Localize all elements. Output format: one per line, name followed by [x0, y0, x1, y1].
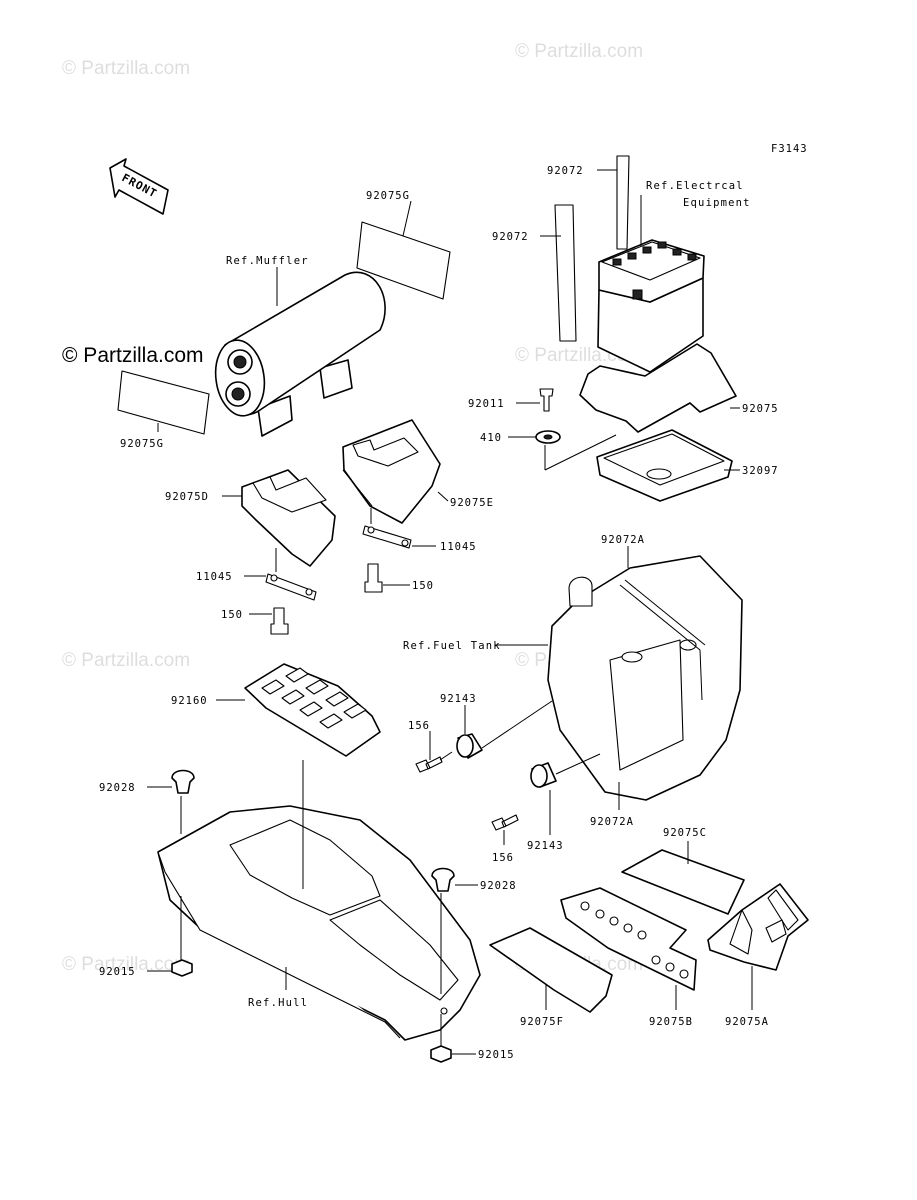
ref-electrical-2: Equipment — [683, 197, 751, 209]
part-92075G-top: 92075G — [366, 190, 410, 202]
ref-electrical-1: Ref.Electrcal — [646, 180, 744, 192]
bracket-92075E-illustration — [342, 419, 441, 524]
part-150-right: 150 — [412, 580, 434, 592]
pad-92075B-illustration — [560, 887, 697, 991]
pad-92075F — [489, 927, 613, 1013]
watermark-dark: © Partzilla.com — [62, 344, 204, 367]
nut-92015-left — [171, 959, 193, 977]
part-32097: 32097 — [742, 465, 779, 477]
part-92075F: 92075F — [520, 1016, 564, 1028]
nut-92015-bottom — [430, 1045, 452, 1063]
part-92143-bottom: 92143 — [527, 840, 564, 852]
plate-11045-left — [265, 573, 317, 601]
ref-fuel-tank: Ref.Fuel Tank — [403, 640, 501, 652]
part-92072A-top: 92072A — [601, 534, 645, 546]
plug-92028-left — [171, 769, 195, 794]
part-92075G-left: 92075G — [120, 438, 164, 450]
pad-92075C — [621, 849, 745, 915]
front-arrow-icon: FRONT — [109, 158, 169, 215]
fuel-tank-illustration — [547, 555, 743, 801]
part-92075: 92075 — [742, 403, 779, 415]
ref-muffler: Ref.Muffler — [226, 255, 309, 267]
bolt-156-top — [415, 756, 443, 773]
bolt-150-right — [364, 563, 383, 593]
part-92160: 92160 — [171, 695, 208, 707]
part-92075B: 92075B — [649, 1016, 693, 1028]
part-92028-right: 92028 — [480, 880, 517, 892]
part-92011: 92011 — [468, 398, 505, 410]
part-92072-left: 92072 — [492, 231, 529, 243]
strap-92072-top — [616, 155, 630, 250]
figure-code: F3143 — [771, 143, 808, 155]
part-92075D: 92075D — [165, 491, 209, 503]
part-92015-left: 92015 — [99, 966, 136, 978]
battery-illustration — [597, 239, 705, 373]
pad-92075 — [579, 343, 737, 433]
tray-32097-illustration — [596, 429, 733, 502]
part-92028-left: 92028 — [99, 782, 136, 794]
plug-92028-right — [431, 867, 455, 892]
pad-92075G-left — [117, 370, 210, 435]
hull-illustration — [157, 805, 481, 1041]
plate-92160-illustration — [244, 663, 381, 757]
pad-92075G-top — [356, 221, 451, 300]
bolt-150-left — [270, 607, 289, 635]
part-92075A: 92075A — [725, 1016, 769, 1028]
part-92143-top: 92143 — [440, 693, 477, 705]
part-92075E: 92075E — [450, 497, 494, 509]
watermark-6: © Partzilla.com — [62, 954, 190, 975]
muffler-illustration — [214, 271, 386, 437]
part-410: 410 — [480, 432, 502, 444]
part-92072-top: 92072 — [547, 165, 584, 177]
part-92075C: 92075C — [663, 827, 707, 839]
watermark-1: © Partzilla.com — [62, 58, 190, 79]
part-11045-left: 11045 — [196, 571, 233, 583]
watermark-4: © Partzilla.com — [62, 650, 190, 671]
bracket-92075D-illustration — [241, 469, 336, 567]
ref-hull: Ref.Hull — [248, 997, 308, 1009]
part-11045-right: 11045 — [440, 541, 477, 553]
bolt-156-bottom — [491, 814, 519, 831]
watermark-2: © Partzilla.com — [515, 41, 643, 62]
plate-11045-right — [362, 525, 412, 549]
bolt-92011 — [539, 388, 554, 412]
part-150-left: 150 — [221, 609, 243, 621]
part-92015-bottom: 92015 — [478, 1049, 515, 1061]
part-156-bottom: 156 — [492, 852, 514, 864]
part-156-top: 156 — [408, 720, 430, 732]
part-92072A-bottom: 92072A — [590, 816, 634, 828]
bracket-92075A-illustration — [707, 883, 809, 971]
strap-92072-left — [554, 204, 577, 342]
